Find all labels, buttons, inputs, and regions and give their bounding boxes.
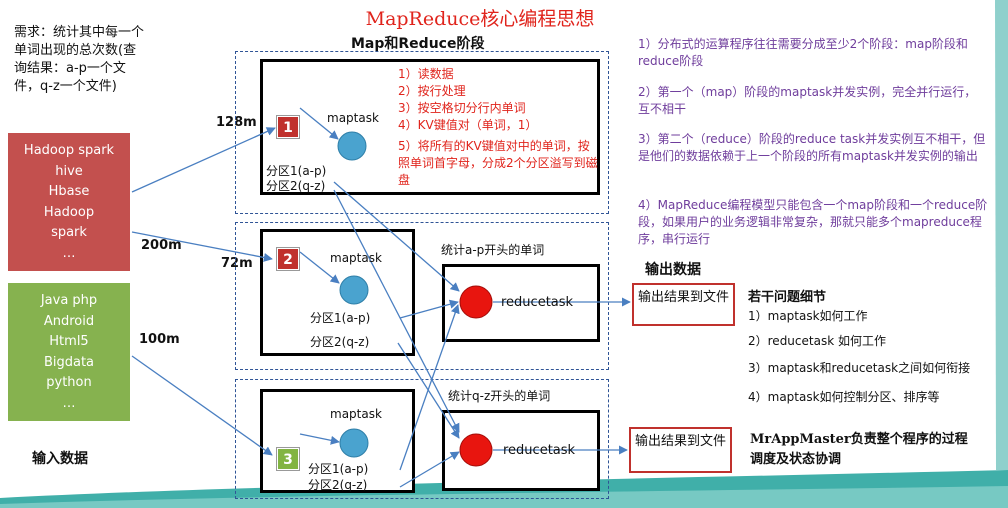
size-label-72m: 72m [221,256,253,271]
partition-label: 分区2(q-z) [310,335,370,349]
stage-title: Map和Reduce阶段 [351,36,485,52]
partition-label: 分区1(a-p) [308,462,369,476]
map-step: 4）KV键值对（单词，1） [398,118,538,132]
issue-item: 2）reducetask 如何工作 [748,334,886,348]
input-file-green: Java php Android Html5 Bigdata python … [6,281,132,423]
input-item: Hadoop [43,204,95,220]
master-note: MrAppMaster负责整个程序的过程调度及状态协调 [750,432,968,467]
maptask-circle [337,131,367,161]
split-number-2: 2 [277,248,299,270]
reduce-label-ap: 统计a-p开头的单词 [441,243,545,257]
map-step: 5）将所有的KV键值对中的单词，按照单词首字母，分成2个分区溢写到磁盘 [398,139,598,187]
size-label-100m: 100m [139,332,180,347]
page-title: MapReduce核心编程思想 [365,8,595,30]
maptask-label: maptask [327,111,379,125]
stage-group-1 [235,51,609,214]
map-step: 2）按行处理 [398,84,466,98]
note-1: 1）分布式的运算程序往往需要分成至少2个阶段：map阶段和reduce阶段 [638,37,968,68]
input-item: … [62,395,76,411]
issue-item: 4）maptask如何控制分区、排序等 [748,390,940,404]
input-item: hive [55,163,83,179]
output-box-1: 输出结果到文件 [632,283,735,326]
size-label-200m: 200m [141,238,182,253]
input-item: python [46,375,92,390]
stage-group-2 [235,222,609,370]
input-file-red: Hadoop spark hive Hbase Hadoop spark … [6,131,132,273]
input-item: … [62,245,76,261]
reducetask-label: reducetask [501,295,574,310]
input-item: Bigdata [43,354,95,370]
reducetask-circle [459,433,493,467]
issue-item: 1）maptask如何工作 [748,309,868,323]
requirement-text: 需求：统计其中每一个单词出现的总次数(查询结果：a-p一个文件，q-z一个文件) [14,25,145,94]
reducetask-label: reducetask [503,443,576,458]
partition-label: 分区2(q-z) [266,179,326,193]
input-data-label: 输入数据 [32,451,88,467]
note-3: 3）第二个（reduce）阶段的reduce task并发实例互不相干，但是他们… [638,132,986,163]
input-item: Hadoop spark [23,143,115,158]
maptask-label: maptask [330,407,382,421]
map-step: 1）读数据 [398,67,454,81]
map-steps: 1）读数据 2）按行处理 3）按空格切分行内单词 4）KV键值对（单词，1） 5… [398,66,598,189]
reduce-label-qz: 统计q-z开头的单词 [448,389,551,403]
note-4: 4）MapReduce编程模型只能包含一个map阶段和一个reduce阶段，如果… [638,198,988,246]
reducetask-circle [459,285,493,319]
size-label-128m: 128m [216,115,257,130]
map-step: 3）按空格切分行内单词 [398,101,526,115]
split-number-1: 1 [277,116,299,138]
input-item: Hbase [48,184,90,199]
maptask-circle [339,275,369,305]
split-number-3: 3 [277,448,299,470]
partition-label: 分区2(q-z) [308,478,368,492]
output-data-header: 输出数据 [645,262,701,278]
partition-label: 分区1(a-p) [266,164,327,178]
partition-label: 分区1(a-p) [310,311,371,325]
input-item: Android [43,313,95,329]
issue-item: 3）maptask和reducetask之间如何衔接 [748,361,971,375]
issues-title: 若干问题细节 [748,290,827,305]
input-item: spark [51,225,87,240]
maptask-circle [339,428,369,458]
note-2: 2）第一个（map）阶段的maptask并发实例，完全并行运行，互不相干 [638,85,977,116]
maptask-label: maptask [330,251,382,265]
maptask-box-1 [260,59,600,195]
input-item: Java php [40,293,98,308]
input-item: Html5 [49,334,89,349]
output-box-2: 输出结果到文件 [629,427,732,473]
